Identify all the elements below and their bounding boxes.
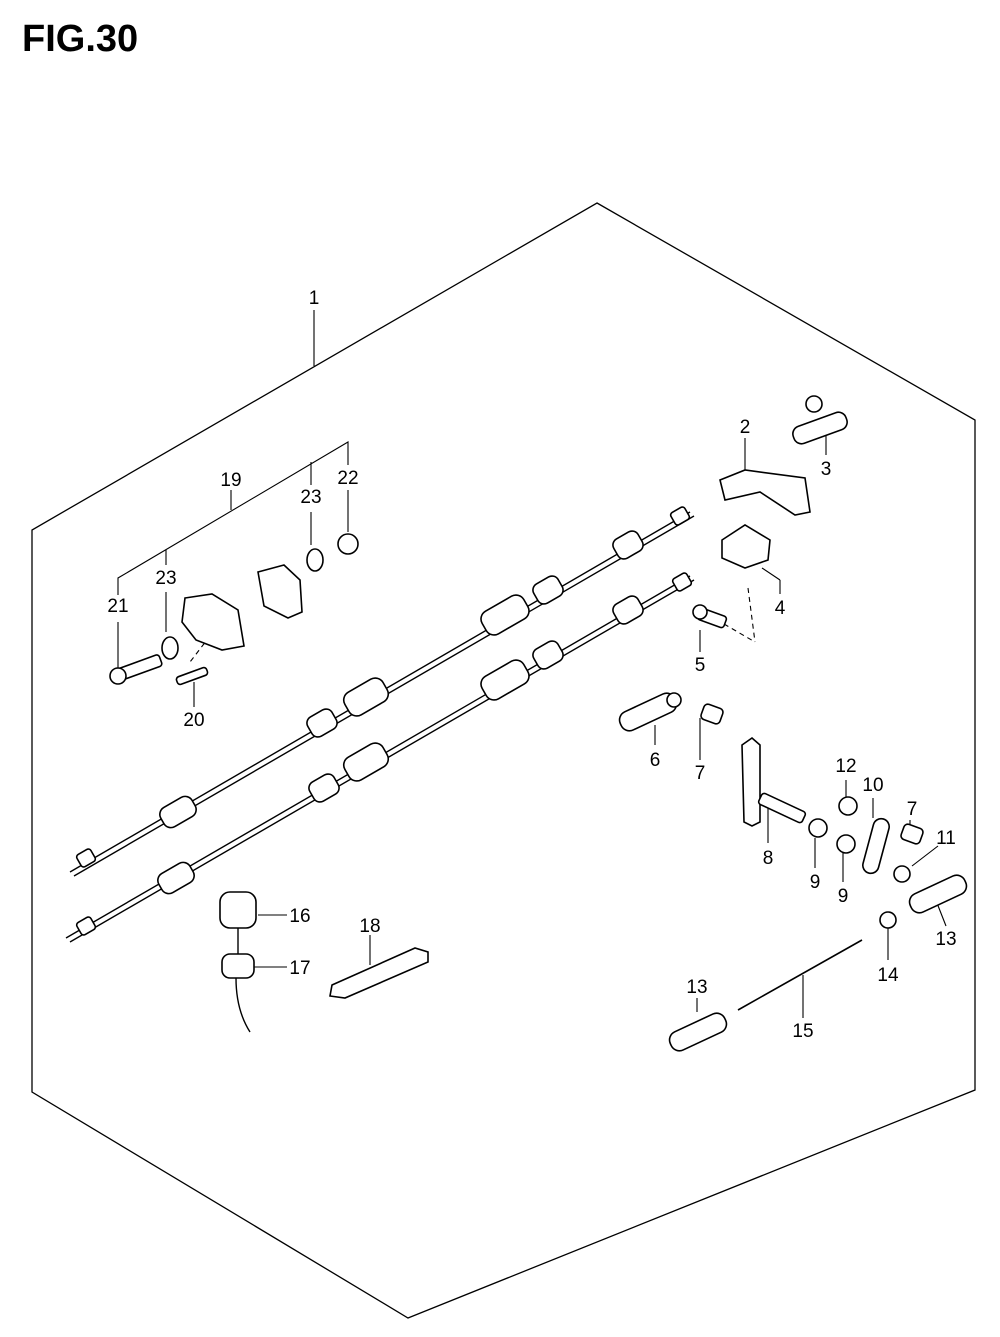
callout-label: 18	[359, 916, 380, 937]
part-5-bolt	[692, 604, 728, 629]
part-22-nut	[337, 533, 359, 555]
callout-label: 22	[337, 468, 358, 489]
part-4-clip	[721, 524, 771, 569]
kit-boundary	[31, 202, 976, 1319]
control-cable-upper	[69, 506, 695, 877]
callout-label: 1	[309, 288, 320, 309]
callout-label: 4	[775, 598, 786, 619]
part-13-rod-end-b	[668, 1012, 728, 1052]
part-17-grommet	[221, 953, 255, 1033]
callout-label: 7	[695, 763, 706, 784]
callout-label: 23	[300, 487, 321, 508]
control-cable-lower	[65, 572, 695, 943]
callout-labels: 1 2 3 4 5 6 7 7 8 9 9 10 11 12 13 13 14 …	[107, 288, 956, 1042]
callout-label: 13	[935, 929, 956, 950]
part-16-switch	[219, 891, 257, 958]
part-18-clamp	[329, 947, 429, 999]
part-23-washer-a	[306, 548, 324, 572]
part-6-rod-end	[618, 692, 682, 732]
part-20-pin	[175, 666, 209, 686]
callout-label: 9	[838, 886, 849, 907]
callout-label: 14	[877, 965, 899, 986]
part-9-nut	[808, 818, 856, 854]
part-3-pin	[792, 395, 848, 445]
part-19-clip	[257, 564, 303, 619]
part-12-nut	[838, 796, 858, 816]
callout-label: 5	[695, 655, 706, 676]
callout-label: 3	[821, 459, 832, 480]
callout-label: 9	[810, 872, 821, 893]
leader-lines	[117, 310, 947, 1018]
figure-title: FIG.30	[22, 18, 139, 60]
part-23-washer-b	[161, 636, 179, 660]
part-15-rod	[737, 939, 863, 1011]
callout-label: 16	[289, 906, 310, 927]
callout-label: 19	[220, 470, 241, 491]
callout-label: 13	[686, 977, 707, 998]
part-21-bolt	[109, 654, 163, 685]
part-10-plate	[862, 817, 890, 875]
callout-label: 7	[907, 799, 918, 820]
callout-label: 17	[289, 958, 310, 979]
callout-label: 20	[183, 710, 204, 731]
part-2-bracket	[719, 469, 811, 516]
callout-label: 11	[936, 828, 956, 849]
callout-label: 10	[862, 775, 883, 796]
part-13-rod-end-a	[908, 874, 968, 914]
callout-label: 23	[155, 568, 176, 589]
callout-label: 6	[650, 750, 661, 771]
callout-label: 15	[792, 1021, 813, 1042]
callout-label: 21	[107, 596, 128, 617]
callout-label: 2	[740, 417, 751, 438]
part-14-nut	[879, 911, 897, 929]
callout-label: 12	[835, 756, 856, 777]
part-19-cam	[181, 593, 245, 651]
part-8-lever	[741, 736, 807, 827]
callout-label: 8	[763, 848, 774, 869]
part-7-stud	[700, 703, 724, 725]
part-11-nut	[893, 865, 911, 883]
part-7-stud-b	[900, 823, 924, 845]
